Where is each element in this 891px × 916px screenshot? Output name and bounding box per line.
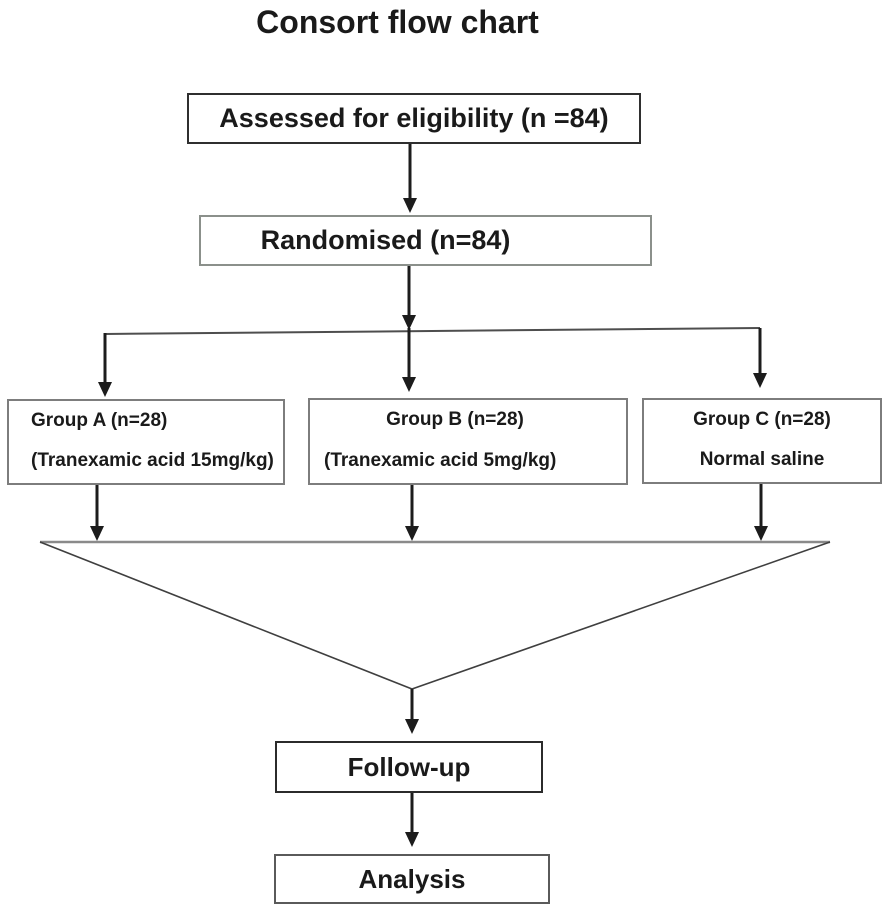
- arrowhead-icon: [403, 198, 417, 213]
- group-b-detail: (Tranexamic acid 5mg/kg): [324, 450, 557, 472]
- node-randomised: Randomised (n=84): [199, 215, 652, 266]
- group-a-title: Group A (n=28): [31, 410, 168, 431]
- group-c-detail: Normal saline: [699, 449, 825, 471]
- arrowhead-icon: [405, 719, 419, 734]
- arrow-group-c-to-funnel: [754, 484, 768, 541]
- node-group-c: Group C (n=28) Normal saline: [642, 398, 882, 484]
- arrowhead-icon: [753, 373, 767, 388]
- arrow-splitter-to-group-b: [402, 328, 416, 392]
- node-analysis: Analysis: [274, 854, 550, 904]
- arrow-group-a-to-funnel: [90, 485, 104, 541]
- funnel-shape: [39, 540, 831, 690]
- arrowhead-icon: [405, 832, 419, 847]
- arrowhead-icon: [405, 526, 419, 541]
- arrow-splitter-to-group-a: [98, 333, 112, 397]
- arrow-group-b-to-funnel: [405, 485, 419, 541]
- funnel-left-diagonal: [39, 541, 413, 690]
- funnel-right-diagonal: [411, 541, 831, 690]
- arrowhead-icon: [402, 315, 416, 330]
- node-randomised-label: Randomised (n=84): [260, 225, 511, 255]
- node-group-b: Group B (n=28) (Tranexamic acid 5mg/kg): [308, 398, 628, 485]
- group-b-title: Group B (n=28): [386, 409, 524, 430]
- node-assessed-for-eligibility: Assessed for eligibility (n =84): [187, 93, 641, 144]
- node-group-a: Group A (n=28) (Tranexamic acid 15mg/kg): [7, 399, 285, 485]
- arrow-followup-to-analysis: [405, 793, 419, 847]
- splitter-line: [104, 327, 761, 335]
- node-followup-label: Follow-up: [347, 751, 471, 782]
- arrowhead-icon: [90, 526, 104, 541]
- group-a-detail: (Tranexamic acid 15mg/kg): [31, 450, 274, 472]
- arrow-assessed-to-randomised: [403, 144, 417, 213]
- node-analysis-label: Analysis: [358, 863, 466, 894]
- arrow-randomised-to-splitter: [402, 266, 416, 330]
- arrow-splitter-to-group-c: [753, 328, 767, 388]
- arrowhead-icon: [754, 526, 768, 541]
- arrowhead-icon: [98, 382, 112, 397]
- node-followup: Follow-up: [275, 741, 543, 793]
- arrow-funnel-to-followup: [405, 689, 419, 734]
- page-title: Consort flow chart: [256, 4, 539, 40]
- node-assessed-label: Assessed for eligibility (n =84): [219, 103, 609, 133]
- arrowhead-icon: [402, 377, 416, 392]
- group-c-title: Group C (n=28): [693, 409, 831, 430]
